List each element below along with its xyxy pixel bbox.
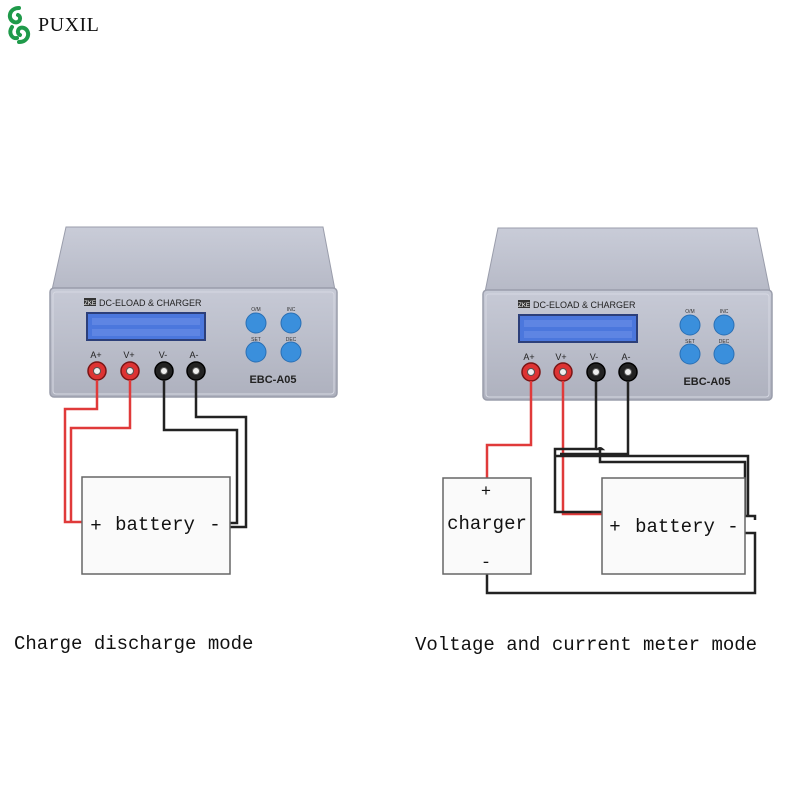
left-dec-button[interactable] xyxy=(280,341,302,363)
right-caption: Voltage and current meter mode xyxy=(415,634,758,656)
left-set-button[interactable] xyxy=(245,341,267,363)
left-caption: Charge discharge mode xyxy=(14,633,254,655)
left-model-label: EBC-A05 xyxy=(249,374,296,386)
brand-name: PUXIL xyxy=(38,13,100,36)
left-device-title: DC-ELOAD & CHARGER xyxy=(99,298,202,308)
right-black-wire-top-bridge xyxy=(555,454,750,516)
right-black-wire-a-minus xyxy=(560,381,630,456)
left-inc-button[interactable] xyxy=(280,312,302,334)
right-terminal-label-v-plus: V+ xyxy=(555,352,566,362)
right-button-label-inc: INC xyxy=(720,309,729,315)
brand-logo: PUXIL xyxy=(4,4,99,46)
left-terminal-label-a-plus: A+ xyxy=(90,350,101,360)
left-device: ZKE DC-ELOAD & CHARGER O/M INC SET DEC E… xyxy=(49,226,338,398)
left-battery-plus: + xyxy=(90,515,101,537)
right-brand-badge-box xyxy=(518,300,530,308)
right-terminal-a-minus[interactable] xyxy=(618,362,638,382)
right-terminal-v-plus[interactable] xyxy=(553,362,573,382)
left-terminal-label-v-minus: V- xyxy=(159,350,168,360)
left-button-label-inc: INC xyxy=(287,307,296,313)
right-black-wire-v-minus xyxy=(553,381,602,514)
right-dec-button[interactable] xyxy=(713,343,735,365)
right-device: ZKE DC-ELOAD & CHARGER O/M INC SET DEC E… xyxy=(482,227,773,401)
left-terminal-a-plus[interactable] xyxy=(87,361,107,381)
right-battery-plus: + xyxy=(609,516,620,538)
right-battery-label: battery xyxy=(635,516,715,538)
left-black-wire-v-minus xyxy=(162,380,239,525)
right-black-wire-battery-minus xyxy=(485,531,757,595)
right-battery-minus: - xyxy=(727,516,738,538)
left-battery: + battery - xyxy=(81,476,231,575)
right-button-label-om: O/M xyxy=(685,309,694,315)
right-brand-badge: ZKE xyxy=(518,303,530,309)
left-battery-label: battery xyxy=(115,514,195,536)
charger: + charger - xyxy=(442,477,532,575)
left-terminal-label-v-plus: V+ xyxy=(123,350,134,360)
left-red-wire-v-plus xyxy=(69,380,132,522)
left-om-button[interactable] xyxy=(245,312,267,334)
right-device-title: DC-ELOAD & CHARGER xyxy=(533,300,636,310)
left-button-label-dec: DEC xyxy=(286,337,297,343)
right-model-label: EBC-A05 xyxy=(683,376,730,388)
left-black-wire-a-minus xyxy=(194,380,248,529)
right-battery: + battery - xyxy=(601,477,746,575)
left-button-label-om: O/M xyxy=(251,307,260,313)
left-wires xyxy=(63,380,248,529)
right-button-label-dec: DEC xyxy=(719,339,730,345)
left-brand-badge-box xyxy=(84,298,96,306)
right-om-button[interactable] xyxy=(679,314,701,336)
left-terminal-label-a-minus: A- xyxy=(190,350,199,360)
left-terminal-v-minus[interactable] xyxy=(154,361,174,381)
right-terminal-a-plus[interactable] xyxy=(521,362,541,382)
swirl-logo-icon xyxy=(7,6,31,44)
right-button-label-set: SET xyxy=(685,339,695,345)
charger-minus: - xyxy=(481,554,491,573)
right-terminal-label-a-minus: A- xyxy=(622,352,631,362)
right-red-wire-v-plus xyxy=(561,381,602,516)
right-inc-button[interactable] xyxy=(713,314,735,336)
right-set-button[interactable] xyxy=(679,343,701,365)
charger-label: charger xyxy=(447,513,527,535)
left-button-label-set: SET xyxy=(251,337,261,343)
right-terminal-v-minus[interactable] xyxy=(586,362,606,382)
left-battery-minus: - xyxy=(209,514,220,536)
left-terminal-v-plus[interactable] xyxy=(120,361,140,381)
right-terminal-label-v-minus: V- xyxy=(590,352,599,362)
right-red-wire-a-plus xyxy=(485,381,533,478)
left-terminal-a-minus[interactable] xyxy=(186,361,206,381)
right-terminal-label-a-plus: A+ xyxy=(523,352,534,362)
left-brand-badge: ZKE xyxy=(84,301,96,307)
charger-plus: + xyxy=(481,483,491,502)
